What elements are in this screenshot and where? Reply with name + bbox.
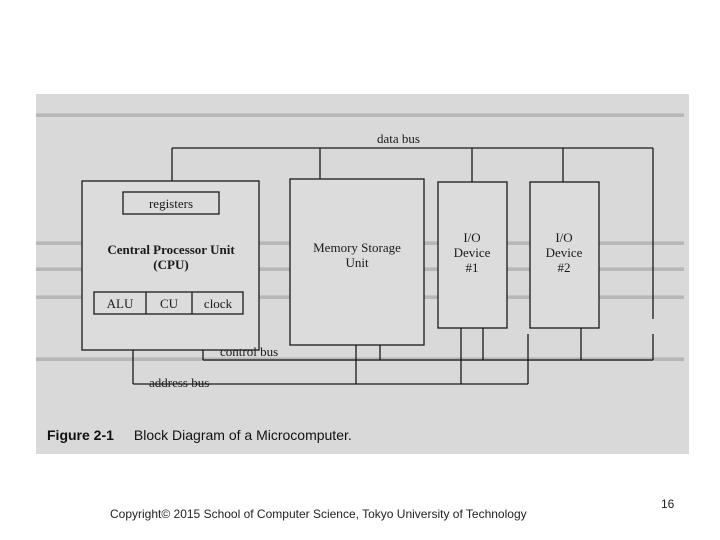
scanned-figure: ▬▬▬▬▬▬▬▬▬▬▬▬▬▬▬▬▬▬▬▬▬▬▬▬▬▬▬▬▬▬▬▬▬▬▬▬▬▬▬▬… [36,94,689,454]
cpu-sub-bar [93,291,244,315]
clock-label: clock [204,296,233,311]
cpu-title: Central Processor Unit [107,242,235,257]
io2-label-line3: #2 [558,260,571,275]
control-bus-label: control bus [220,344,278,359]
io1-label-line3: #1 [466,260,479,275]
data-bus-label: data bus [377,131,420,146]
io1-box [437,181,508,329]
page-number: 16 [661,497,675,511]
registers-label: registers [149,196,193,211]
io2-label-line2: Device [546,245,583,260]
memory-label-line1: Memory Storage [313,240,401,255]
address-bus-label: address bus [149,375,209,390]
figure-label: Figure 2-1 [47,427,114,443]
cu-label: CU [160,296,179,311]
io2-label-line1: I/O [555,230,572,245]
cpu-abbrev: (CPU) [153,257,188,272]
memory-label-line2: Unit [345,255,369,270]
registers-box [122,191,220,215]
block-diagram: data bus control bus address bus registe… [81,131,654,390]
io2-box [529,181,600,329]
figure-caption: Figure 2-1 Block Diagram of a Microcomput… [47,427,352,443]
io1-label-line2: Device [454,245,491,260]
copyright-footer: Copyright© 2015 School of Computer Scien… [110,507,527,521]
alu-label: ALU [107,296,134,311]
memory-box [289,178,425,346]
figure-caption-text: Block Diagram of a Microcomputer. [133,427,352,443]
io1-label-line1: I/O [463,230,480,245]
